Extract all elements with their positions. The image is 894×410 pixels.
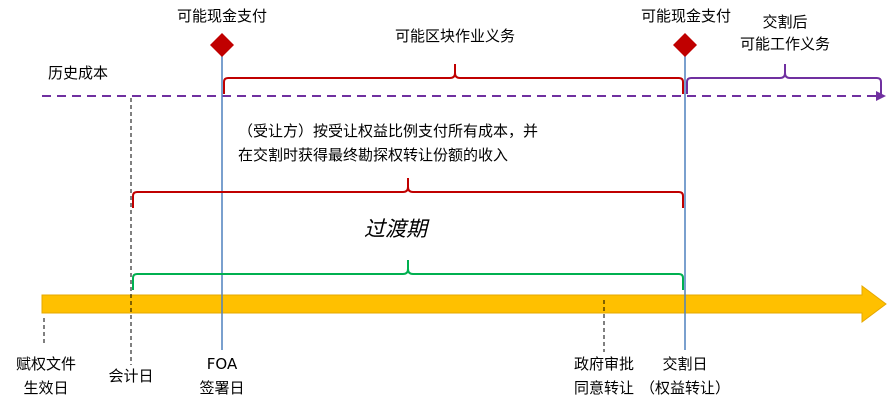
- gov-approval-label-line1: 政府审批: [573, 355, 634, 373]
- post-closing-label-line2: 可能工作义务: [739, 35, 830, 53]
- timeline-arrow: [41, 285, 887, 323]
- block-obligation-label: 可能区块作业义务: [394, 27, 515, 45]
- accounting-date-label: 会计日: [108, 367, 154, 385]
- effective-date-label-line1: 赋权文件: [15, 355, 76, 373]
- closing-date-label-line1: 交割日: [662, 355, 708, 373]
- post-closing-brace: [686, 64, 882, 94]
- cost-sharing-text-line2: 在交割时获得最终勘探权转让份额的收入: [238, 146, 509, 164]
- cash-payment-diamond-1: [210, 33, 234, 57]
- historical-cost-label: 历史成本: [48, 64, 109, 82]
- transition-period-label: 过渡期: [364, 217, 427, 241]
- transition-period-brace: [132, 260, 684, 290]
- gov-approval-label-line2: 同意转让: [573, 379, 634, 397]
- closing-date-label-line2: （权益转让）: [639, 379, 730, 397]
- cost-sharing-text-line1: （受让方）按受让权益比例支付所有成本，并: [238, 122, 539, 140]
- historical-cost-arrowhead: [876, 91, 886, 101]
- block-obligation-brace: [223, 64, 684, 94]
- cash-payment-diamond-2: [673, 33, 697, 57]
- cost-sharing-brace: [132, 178, 684, 208]
- cash-payment-label-2: 可能现金支付: [640, 7, 731, 25]
- foa-signing-label-line1: FOA: [206, 355, 238, 373]
- cash-payment-label-1: 可能现金支付: [176, 7, 267, 25]
- effective-date-label-line2: 生效日: [23, 379, 69, 397]
- post-closing-label-line1: 交割后: [762, 13, 808, 31]
- foa-signing-label-line2: 签署日: [199, 379, 245, 397]
